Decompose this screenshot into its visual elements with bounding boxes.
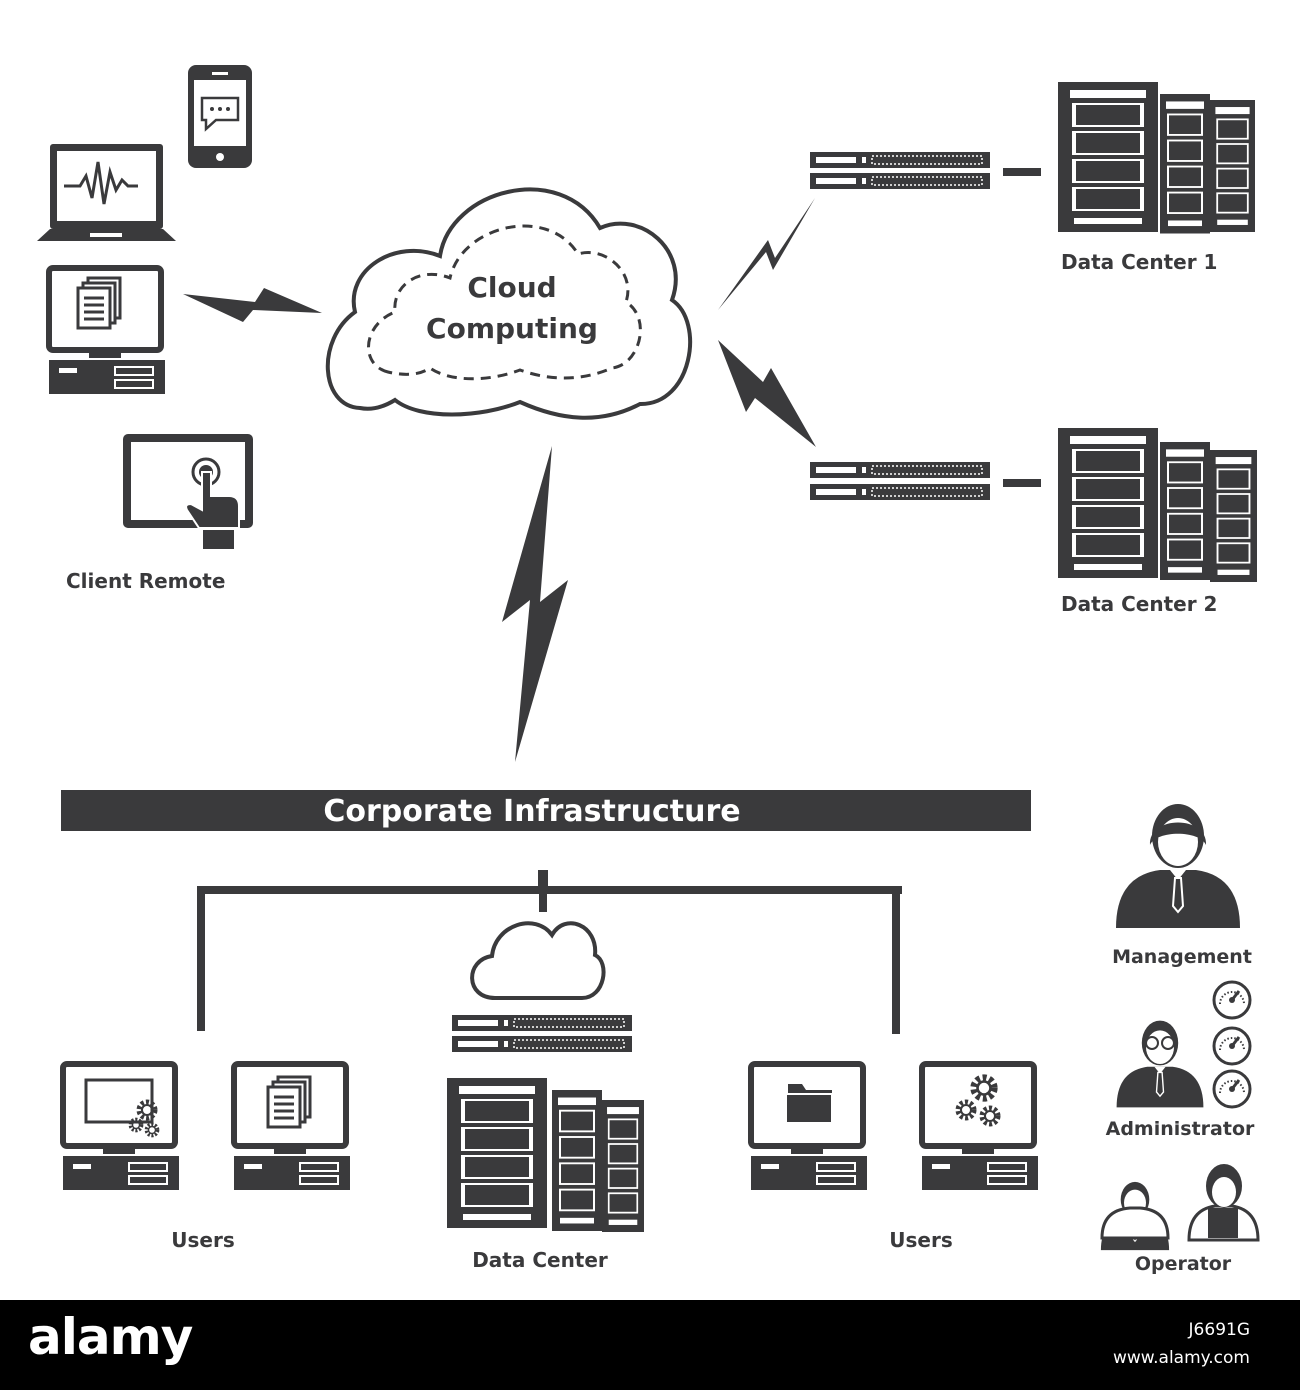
smartphone-icon [188,65,252,168]
watermark-footer: alamy J6691G www.alamy.com [0,1300,1300,1390]
connector-dc2 [1003,479,1041,487]
operator-label: Operator [1135,1253,1232,1275]
server-rack-dc2 [1056,426,1258,583]
user-computer-documents-icon [234,1064,350,1190]
administrator-label: Administrator [1106,1118,1255,1140]
cloud-computing-icon [325,187,693,420]
administrator-person-icon [1115,1019,1205,1109]
server-rack-center [445,1076,645,1233]
alamy-logo: alamy [28,1308,193,1366]
server-unit-dc1 [809,151,991,190]
server-rack-dc1 [1056,80,1256,235]
network-bus-lines [197,870,902,1034]
desktop-computer-icon [49,268,165,394]
corporate-infrastructure-label: Corporate Infrastructure [323,794,740,829]
server-unit-dc2 [809,461,991,501]
lightning-bolt-clients [183,288,322,322]
management-person-icon [1115,803,1241,929]
tablet-touch-icon [123,434,253,549]
data-center-2-label: Data Center 2 [1061,592,1217,616]
user-computer-settings-icon [63,1064,179,1190]
data-center-1-label: Data Center 1 [1061,250,1217,274]
image-id: J6691G [1188,1320,1250,1340]
users-left-label: Users [171,1228,234,1252]
users-right-label: Users [889,1228,952,1252]
footer-url: www.alamy.com [1112,1348,1250,1368]
corporate-infrastructure-bar [61,790,1031,831]
cloud-label-line1: Cloud [467,271,556,304]
gauge-icons [1212,980,1252,1109]
lightning-bolt-corporate [502,446,568,762]
cloud-infrastructure-diagram: Client Remote Cloud Computing Data Cente… [37,65,1260,1275]
user-computer-gears-icon [922,1064,1038,1190]
user-computer-folder-icon [751,1064,867,1190]
laptop-icon [37,144,176,241]
operator-persons-icon [1100,1164,1260,1251]
client-remote-label: Client Remote [66,569,225,593]
cloud-label-line2: Computing [426,312,598,345]
data-center-label: Data Center [472,1248,608,1272]
lightning-bolt-dc2 [718,340,816,447]
small-cloud-icon [470,921,606,1000]
lightning-bolt-dc1 [718,198,815,310]
connector-dc1 [1003,168,1041,176]
management-label: Management [1112,946,1252,968]
server-unit-center [451,1014,633,1053]
